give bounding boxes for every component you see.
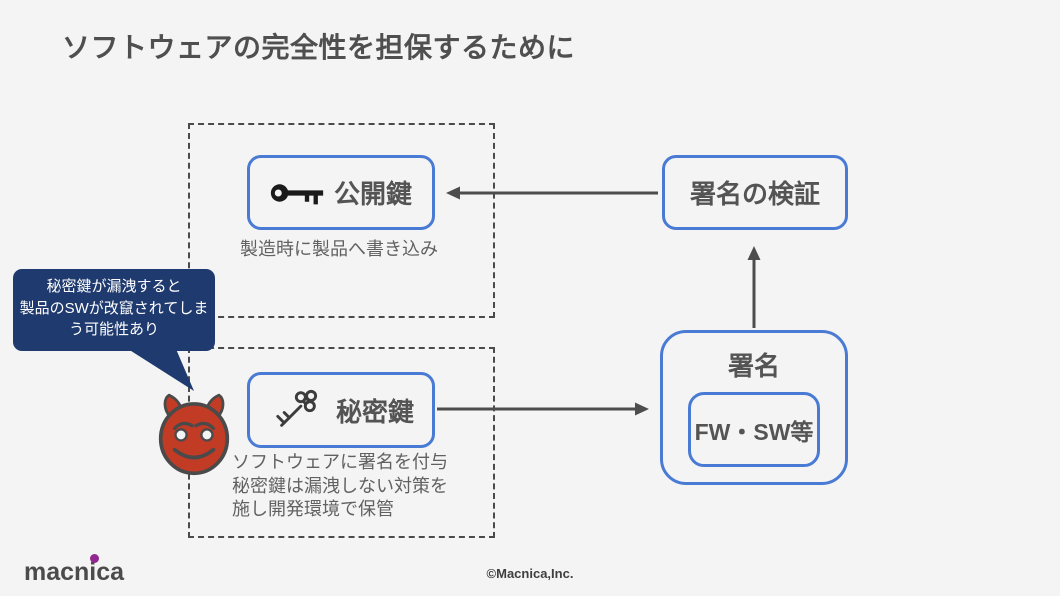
private-key-caption-line: ソフトウェアに署名を付与 [232,452,448,472]
public-key-box: 公開鍵 [247,155,435,230]
private-key-label: 秘密鍵 [335,396,414,427]
devil-icon [158,393,230,476]
public-key-caption: 製造時に製品へ書き込み [240,239,438,259]
signature-verify-box: 署名の検証 [662,155,848,230]
private-key-caption-line: 秘密鍵は漏洩しない対策を [232,475,448,496]
warning-bubble: 秘密鍵が漏洩すると 製品のSWが改竄されてしま う可能性あり [13,269,215,351]
warning-bubble-line: 製品のSWが改竄されてしま [19,299,209,317]
signature-label: 署名 [727,351,780,381]
public-key-label: 公開鍵 [333,179,412,209]
private-key-caption: ソフトウェアに署名を付与 秘密鍵は漏洩しない対策を 施し開発環境で保管 [232,451,448,522]
signature-box: 署名 FW・SW等 [660,330,848,485]
key-solid-icon [270,183,324,204]
page-title: ソフトウェアの完全性を担保するために [62,32,576,63]
warning-bubble-line: う可能性あり [68,321,159,338]
private-key-box: 秘密鍵 [247,372,435,448]
arrow-sign-to-verify [747,246,761,328]
key-outline-icon [276,389,318,427]
warning-bubble-tail [128,349,194,391]
macnica-logo-dot [90,554,99,563]
macnica-logo: macnica [24,554,125,587]
copyright-text: ©Macnica,Inc. [486,566,574,581]
signature-verify-label: 署名の検証 [689,179,820,209]
public-key-group-box [188,123,495,318]
signature-payload-box: FW・SW等 [688,392,820,467]
warning-bubble-line: 秘密鍵が漏洩すると [46,278,182,295]
macnica-logo-text: macnica [24,558,125,586]
private-key-caption-line: 施し開発環境で保管 [232,499,394,519]
signature-payload-label: FW・SW等 [694,418,814,445]
